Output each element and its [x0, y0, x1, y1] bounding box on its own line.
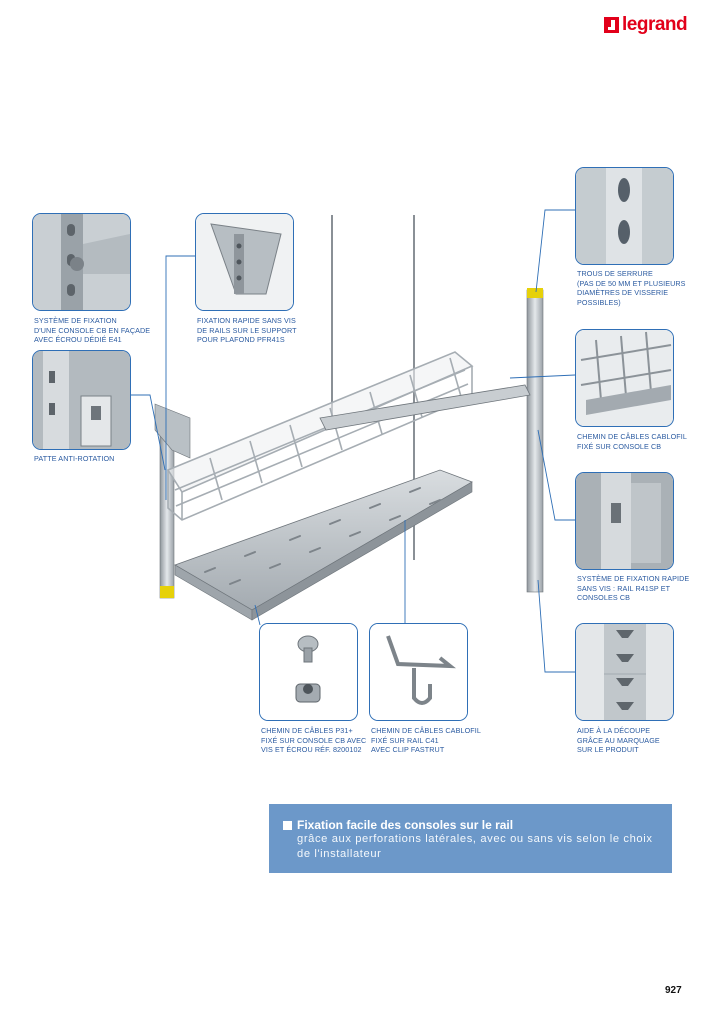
caption-cablofil-console: CHEMIN DE CÂBLES CABLOFIL FIXÉ SUR CONSO…: [577, 432, 687, 451]
clip-fastrut-photo: [370, 624, 467, 720]
callout-cablofil-console: [575, 329, 674, 427]
anti-rotation-photo: [33, 351, 130, 449]
caption-trous-serrure: TROUS DE SERRURE (PAS DE 50 MM ET PLUSIE…: [577, 269, 686, 307]
square-bullet-icon: [283, 820, 292, 830]
callout-fixation-plafond: [195, 213, 294, 311]
caption-fixation-plafond: FIXATION RAPIDE SANS VIS DE RAILS SUR LE…: [197, 316, 297, 345]
caption-aide-decoupe: AIDE À LA DÉCOUPE GRÂCE AU MARQUAGE SUR …: [577, 726, 660, 755]
legrand-logo-text: legrand: [622, 14, 688, 35]
callout-console-facade: [32, 213, 131, 311]
fixation-plafond-photo: [196, 214, 293, 310]
fixation-rail-photo: [576, 473, 673, 569]
banner-title: Fixation facile des consoles sur le rail: [283, 818, 658, 832]
callout-fixation-rail: [575, 472, 674, 570]
callout-p31-vis: [259, 623, 358, 721]
caption-console-facade: SYSTÈME DE FIXATION D'UNE CONSOLE CB EN …: [34, 316, 151, 345]
callout-anti-rotation: [32, 350, 131, 450]
aide-decoupe-photo: [576, 624, 673, 720]
caption-p31: CHEMIN DE CÂBLES P31+ FIXÉ SUR CONSOLE C…: [261, 726, 367, 755]
wire-mesh-tray: [166, 351, 531, 521]
console-facade-photo: [33, 214, 130, 310]
page-number: 927: [665, 985, 682, 996]
trous-serrure-photo: [576, 168, 673, 264]
vis-ecrou-photo: [260, 624, 357, 720]
right-rail: [526, 288, 544, 593]
callout-clip-fastrut: [369, 623, 468, 721]
connector-lines: [128, 209, 576, 673]
left-rail: [154, 403, 191, 599]
legrand-logo: legrand: [604, 14, 688, 36]
caption-fixation-rail: SYSTÈME DE FIXATION RAPIDE SANS VIS : RA…: [577, 574, 690, 603]
caption-clip-fastrut: CHEMIN DE CÂBLES CABLOFIL FIXÉ SUR RAIL …: [371, 726, 481, 755]
perforated-tray: [174, 469, 473, 621]
caption-anti-rotation: PATTE ANTI-ROTATION: [34, 454, 115, 463]
feature-banner: Fixation facile des consoles sur le rail…: [269, 804, 672, 873]
banner-title-text: Fixation facile des consoles sur le rail: [297, 818, 514, 832]
callout-aide-decoupe: [575, 623, 674, 721]
banner-text: grâce aux perforations latérales, avec o…: [297, 833, 653, 860]
cablofil-console-photo: [576, 330, 673, 426]
callout-trous-serrure: [575, 167, 674, 265]
legrand-logo-mark: [604, 17, 619, 33]
